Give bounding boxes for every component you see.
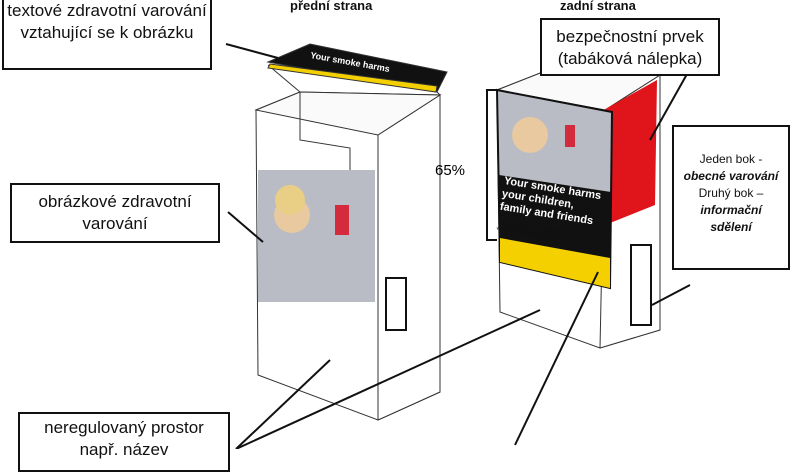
back-side-header: zadní strana	[560, 0, 636, 13]
security-feature-callout: bezpečnostní prvek (tabáková nálepka)	[540, 18, 720, 76]
side-panels-callout: Jeden bok - obecné varování Druhý bok – …	[672, 125, 790, 270]
cigarette-packs-drawing: Your smoke harms	[225, 43, 697, 449]
unregulated-space-callout: neregulovaný prostor např. název	[18, 412, 230, 472]
percent-label: 65%	[435, 162, 466, 179]
front-picture-warning	[258, 170, 407, 331]
front-side-header: přední strana	[290, 0, 373, 13]
65-percent-bracket	[486, 89, 497, 241]
leader-lines	[225, 43, 697, 449]
side-box-front	[385, 277, 407, 331]
side-line: Druhý bok –	[698, 186, 764, 200]
back-picture-warning	[495, 88, 614, 290]
side-line: obecné varování	[683, 169, 779, 183]
tax-stamp	[600, 80, 657, 225]
side-box-back	[630, 244, 652, 326]
picture-warning-callout: obrázkové zdravotní varování	[10, 183, 220, 243]
side-line: Jeden bok -	[699, 152, 763, 166]
side-line: informační	[700, 203, 762, 217]
side-line: sdělení	[710, 220, 752, 234]
text-warning-callout: textové zdravotní varování vztahující se…	[2, 0, 212, 70]
